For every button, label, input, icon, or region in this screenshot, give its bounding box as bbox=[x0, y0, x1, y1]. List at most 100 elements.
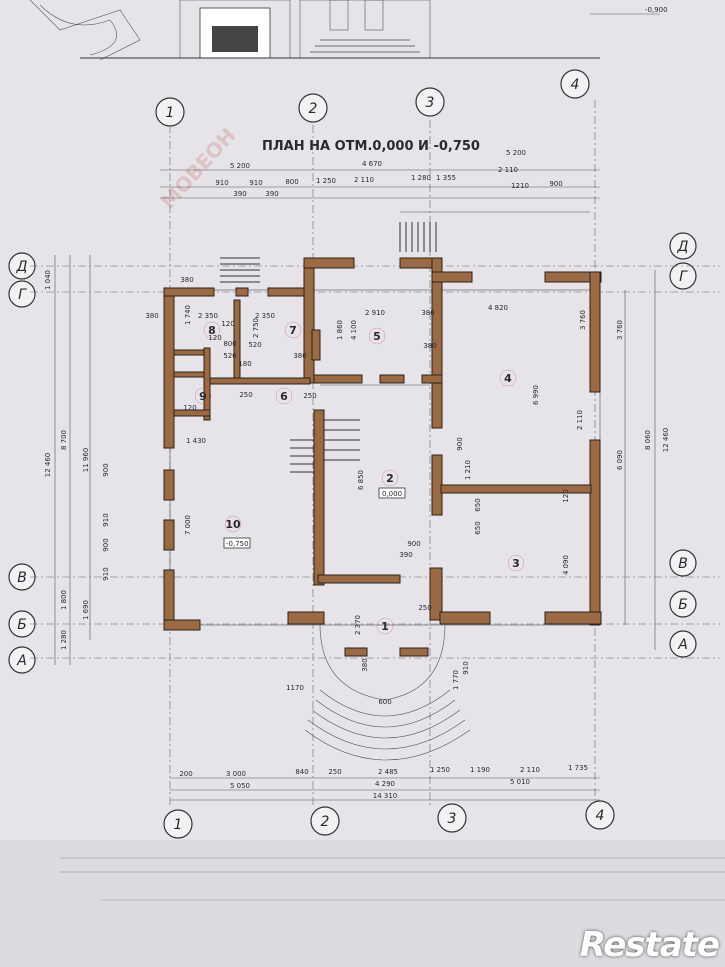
dimension-label: 250 bbox=[328, 768, 341, 776]
dimension-label: 120 bbox=[183, 404, 196, 412]
dimension-label: 120 bbox=[208, 334, 221, 342]
dimension-label: 650 bbox=[474, 521, 482, 534]
dimension-label: 2 350 bbox=[255, 312, 275, 320]
dimension-label: 390 bbox=[233, 190, 246, 198]
axis-bubbles-bottom: 1 2 3 4 bbox=[163, 800, 615, 839]
axis-bottom-4: 4 bbox=[585, 800, 615, 830]
axis-bubbles-left: ДГ В БА bbox=[8, 252, 36, 674]
level-lower: -0,750 bbox=[226, 540, 249, 548]
axis-top-3-label: 3 bbox=[426, 95, 435, 111]
axis-bottom-3-label: 3 bbox=[448, 811, 457, 827]
dimension-label: 1 250 bbox=[430, 766, 450, 774]
axis-top-2: 2 bbox=[298, 93, 328, 123]
dimension-label: 900 bbox=[456, 437, 464, 450]
dimension-label: 2 110 bbox=[354, 176, 374, 184]
dimension-label: 180 bbox=[238, 360, 251, 368]
axis-bottom-1: 1 bbox=[163, 809, 193, 839]
elevation-mark: -0,900 bbox=[645, 6, 668, 14]
dimension-label: 4 820 bbox=[488, 304, 508, 312]
dimension-label: 2 485 bbox=[378, 768, 398, 776]
dimension-label: 900 bbox=[549, 180, 562, 188]
dimension-label: 380 bbox=[421, 309, 434, 317]
dimension-label: 4 100 bbox=[350, 320, 358, 340]
axis-left-А: А bbox=[8, 646, 36, 674]
facade-fragment: -0,900 bbox=[29, 0, 668, 61]
axis-left-В-label: В bbox=[17, 570, 27, 586]
dimension-label: 650 bbox=[474, 498, 482, 511]
room-9: 9 bbox=[194, 387, 212, 405]
axis-right-Б-label: Б bbox=[678, 597, 688, 613]
dimension-label: 11 960 bbox=[82, 448, 90, 473]
room-number: 3 bbox=[512, 557, 520, 570]
dimension-label: 200 bbox=[179, 770, 192, 778]
dimension-label: 1 800 bbox=[60, 590, 68, 610]
dimension-label: 900 bbox=[407, 540, 420, 548]
dimension-label: 1 250 bbox=[316, 177, 336, 185]
dimension-label: 1 430 bbox=[186, 437, 206, 445]
dimension-label: 3 760 bbox=[616, 320, 624, 340]
axis-top-1-label: 1 bbox=[166, 105, 175, 121]
dimension-label: 120 bbox=[562, 489, 570, 502]
room-4: 4 bbox=[499, 369, 517, 387]
room-3: 3 bbox=[507, 554, 525, 572]
axis-top-4: 4 bbox=[560, 69, 590, 99]
dimension-label: 390 bbox=[265, 190, 278, 198]
dimension-label: 1210 bbox=[511, 182, 529, 190]
axis-left-Д-label: Д bbox=[16, 259, 28, 275]
axis-left-Б-label: Б bbox=[17, 617, 27, 633]
dimension-label: 250 bbox=[418, 604, 431, 612]
dimension-label: 4 290 bbox=[375, 780, 395, 788]
dimension-label: 6 990 bbox=[532, 385, 540, 405]
axis-right-Д-label: Д bbox=[677, 239, 689, 255]
axis-left-Г-label: Г bbox=[18, 287, 27, 303]
dimension-label: 520 bbox=[248, 341, 261, 349]
dimension-label: 1 690 bbox=[82, 600, 90, 620]
room-6: 6 bbox=[275, 387, 293, 405]
dimension-label: 1 210 bbox=[464, 460, 472, 480]
room-7: 7 bbox=[284, 321, 302, 339]
dimension-label: 390 bbox=[399, 551, 412, 559]
dimension-label: 6 090 bbox=[616, 450, 624, 470]
room-number: 8 bbox=[208, 324, 216, 337]
dimension-label: 2 750 bbox=[252, 318, 260, 338]
room-number: 7 bbox=[289, 324, 297, 337]
axis-right-Д: Д bbox=[669, 232, 697, 260]
dimension-label: 1 040 bbox=[44, 270, 52, 290]
dimension-label: 910 bbox=[215, 179, 228, 187]
dimension-label: 2 910 bbox=[365, 309, 385, 317]
axis-right-А-label: А bbox=[677, 637, 688, 653]
dimension-label: 3 760 bbox=[579, 310, 587, 330]
axis-bottom-2-label: 2 bbox=[321, 814, 330, 830]
room-5: 5 bbox=[368, 327, 386, 345]
dimension-label: 2 110 bbox=[576, 410, 584, 430]
axis-right-В: В bbox=[669, 549, 697, 577]
room-10: 10 bbox=[224, 515, 242, 533]
axis-right-Г: Г bbox=[669, 262, 697, 290]
dimension-label: 1 355 bbox=[436, 174, 456, 182]
level-main: 0,000 bbox=[382, 490, 402, 498]
dimension-label: 1 735 bbox=[568, 764, 588, 772]
dimension-label: 600 bbox=[378, 698, 391, 706]
dimension-label: 1 280 bbox=[411, 174, 431, 182]
dimension-label: 5 200 bbox=[230, 162, 250, 170]
axis-bubbles-right: ДГ В Б А bbox=[669, 232, 697, 658]
dimension-label: 910 bbox=[102, 567, 110, 580]
room-number: 4 bbox=[504, 372, 512, 385]
dimension-label: 1170 bbox=[286, 684, 304, 692]
dimension-label: 8 060 bbox=[644, 430, 652, 450]
dimension-label: 1 190 bbox=[470, 766, 490, 774]
room-8: 8 bbox=[203, 321, 221, 339]
dimension-label: 120 bbox=[221, 320, 234, 328]
dimension-label: 12 460 bbox=[44, 453, 52, 478]
dimension-label: 8 700 bbox=[60, 430, 68, 450]
dimension-label: 1 770 bbox=[452, 670, 460, 690]
dimension-label: 250 bbox=[303, 392, 316, 400]
stairs bbox=[220, 211, 590, 473]
axis-right-Б: Б bbox=[669, 590, 697, 618]
dimension-label: 2 110 bbox=[498, 166, 518, 174]
axis-bottom-4-label: 4 bbox=[596, 808, 605, 824]
dimension-label: 380 bbox=[423, 342, 436, 350]
dimension-label: 3 000 bbox=[226, 770, 246, 778]
